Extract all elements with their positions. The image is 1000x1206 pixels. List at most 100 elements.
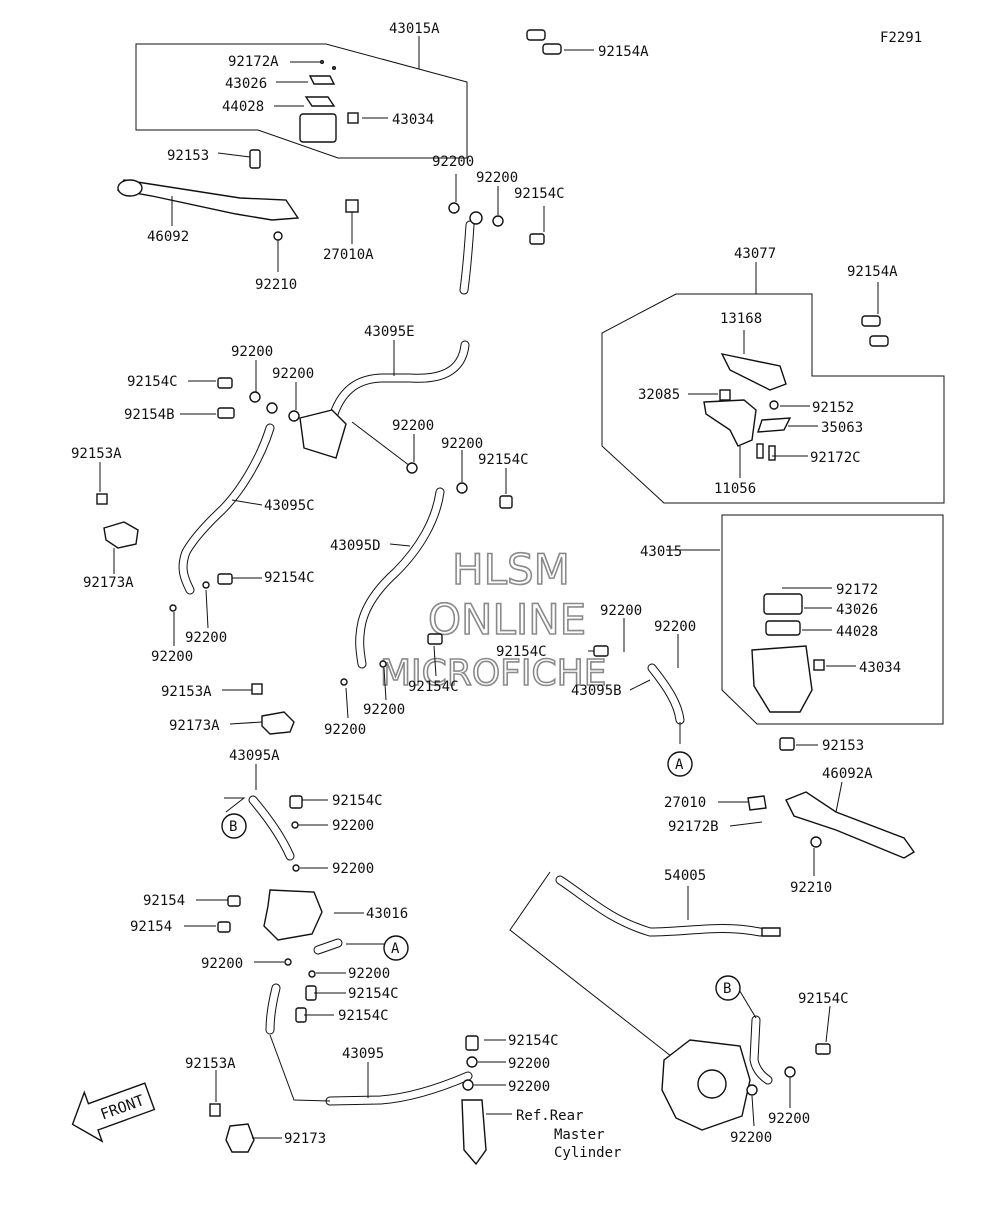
- marker-b-right: B: [715, 975, 741, 1001]
- part-label: 92200: [508, 1056, 550, 1072]
- part-label: 43095C: [264, 498, 315, 514]
- part-label: 92200: [363, 702, 405, 718]
- part-label: 92154C: [332, 793, 383, 809]
- part-label: 92200: [332, 861, 374, 877]
- part-label: 92200: [231, 344, 273, 360]
- part-label: 92154C: [798, 991, 849, 1007]
- part-label: 92154B: [124, 407, 175, 423]
- part-label: 46092A: [822, 766, 873, 782]
- part-label: 92154C: [496, 644, 547, 660]
- part-label: 92172A: [228, 54, 279, 70]
- marker-b-left-text: B: [229, 819, 237, 835]
- part-label: 43034: [859, 660, 901, 676]
- ref-note-line-2: Master: [554, 1127, 605, 1143]
- part-label: 54005: [664, 868, 706, 884]
- part-label: 43015: [640, 544, 682, 560]
- marker-a-right-text: A: [675, 757, 684, 773]
- part-label: 92154C: [127, 374, 178, 390]
- part-label: 92173A: [83, 575, 134, 591]
- part-label: 92200: [324, 722, 366, 738]
- part-label: 27010: [664, 795, 706, 811]
- watermark-line-3: MICROFICHE: [380, 653, 606, 694]
- part-label: 92154C: [508, 1033, 559, 1049]
- part-label: 92200: [392, 418, 434, 434]
- part-label: 43077: [734, 246, 776, 262]
- part-label: 92173A: [169, 718, 220, 734]
- part-label: 13168: [720, 311, 762, 327]
- part-label: 92200: [151, 649, 193, 665]
- hose-lines: [178, 220, 773, 1106]
- part-label: 43026: [225, 76, 267, 92]
- marker-b-right-text: B: [723, 981, 731, 997]
- part-label: 43034: [392, 112, 434, 128]
- part-label: 35063: [821, 420, 863, 436]
- part-label: 92154C: [408, 679, 459, 695]
- front-arrow: FRONT: [71, 1082, 156, 1143]
- part-label: 92153: [822, 738, 864, 754]
- part-label: 92154C: [348, 986, 399, 1002]
- part-label: 46092: [147, 229, 189, 245]
- part-label: 92200: [185, 630, 227, 646]
- part-label: 92210: [790, 880, 832, 896]
- part-label: 92153A: [161, 684, 212, 700]
- watermark-line-1: HLSM: [452, 545, 570, 594]
- part-label: 92200: [508, 1079, 550, 1095]
- part-label: 43095E: [364, 324, 415, 340]
- frame-43015: [721, 514, 944, 725]
- marker-a-bottom-text: A: [391, 941, 400, 957]
- part-label: 92154C: [338, 1008, 389, 1024]
- ref-note-line-3: Cylinder: [554, 1145, 621, 1161]
- part-label: 43015A: [389, 21, 440, 37]
- part-label: 92154C: [514, 186, 565, 202]
- part-label: 27010A: [323, 247, 374, 263]
- part-label: 92200: [654, 619, 696, 635]
- part-label: 92200: [600, 603, 642, 619]
- part-label: 92153A: [185, 1056, 236, 1072]
- part-label: 43095B: [571, 683, 622, 699]
- part-label: 92173: [284, 1131, 326, 1147]
- part-label: 92200: [441, 436, 483, 452]
- frame-43077: [601, 293, 945, 504]
- part-label: 92153A: [71, 446, 122, 462]
- part-label: 92154: [143, 893, 185, 909]
- part-label: 92200: [432, 154, 474, 170]
- thin-lines: [269, 421, 677, 1102]
- part-label: 92200: [476, 170, 518, 186]
- frame-43015a: [135, 43, 468, 159]
- part-label: 43095D: [330, 538, 381, 554]
- part-label: 92172: [836, 582, 878, 598]
- part-shapes: [96, 29, 916, 1166]
- part-label: 92154C: [264, 570, 315, 586]
- part-label: 92200: [201, 956, 243, 972]
- part-label: 44028: [836, 624, 878, 640]
- part-label: 43095: [342, 1046, 384, 1062]
- part-label: 43016: [366, 906, 408, 922]
- part-label: 92172B: [668, 819, 719, 835]
- marker-a-bottom: A: [383, 935, 409, 961]
- part-label: 11056: [714, 481, 756, 497]
- part-label: 92154: [130, 919, 172, 935]
- part-label: 92152: [812, 400, 854, 416]
- part-label: 92210: [255, 277, 297, 293]
- marker-a-right: A: [667, 751, 693, 777]
- part-label: 92154A: [847, 264, 898, 280]
- watermark-line-2: ONLINE: [428, 595, 586, 644]
- part-label: 92200: [272, 366, 314, 382]
- part-label: 92154C: [478, 452, 529, 468]
- part-label: 92153: [167, 148, 209, 164]
- part-label: 92172C: [810, 450, 861, 466]
- figure-id: F2291: [880, 30, 922, 46]
- ref-note-line-1: Ref.Rear: [516, 1108, 583, 1124]
- part-label: 32085: [638, 387, 680, 403]
- part-label: 43095A: [229, 748, 280, 764]
- part-label: 92200: [332, 818, 374, 834]
- part-label: 92200: [730, 1130, 772, 1146]
- part-label: 43026: [836, 602, 878, 618]
- marker-b-left: B: [221, 813, 247, 839]
- part-labels: 43015A 92154A 92172A 43026 44028 43034 9…: [71, 21, 901, 1147]
- part-label: 44028: [222, 99, 264, 115]
- part-label: 92154A: [598, 44, 649, 60]
- watermark: HLSM ONLINE MICROFICHE: [379, 544, 607, 695]
- leader-lines: [99, 36, 879, 1139]
